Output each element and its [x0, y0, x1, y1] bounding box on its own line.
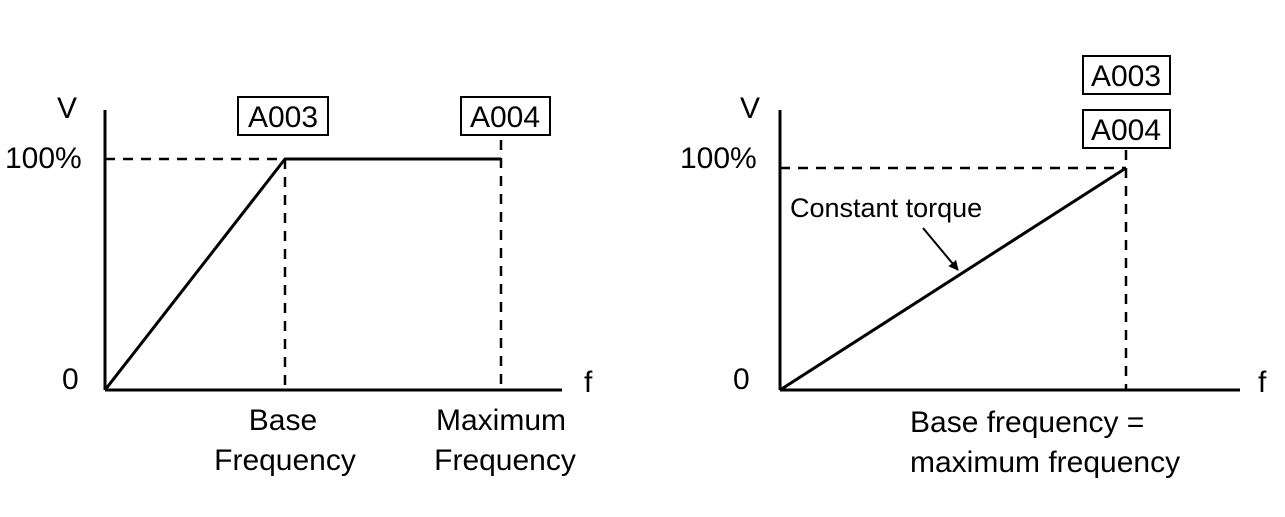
right-annotation-arrow — [922, 227, 959, 271]
right-x-label-line2: maximum frequency — [910, 446, 1180, 479]
right-x-axis-label: f — [1258, 366, 1267, 399]
right-diagram: Constant torque V f 100% 0 A003 A004 Bas… — [680, 55, 1267, 479]
left-a003-box — [237, 96, 329, 136]
right-a003-box — [1082, 55, 1171, 95]
left-vf-curve — [103, 157, 501, 391]
left-max-label-line2: Frequency — [434, 444, 576, 477]
left-y-axis-label: V — [57, 92, 77, 125]
right-a004-label: A004 — [1091, 114, 1161, 147]
right-vf-curve — [779, 166, 1127, 392]
right-annotation-label: Constant torque — [790, 193, 982, 223]
left-base-label-line1: Base — [249, 404, 317, 437]
left-a004-label: A004 — [470, 101, 540, 134]
left-x-axis-label: f — [584, 366, 593, 399]
right-origin-tick: 0 — [733, 363, 750, 396]
right-100pct-tick: 100% — [680, 142, 757, 175]
left-100pct-tick: 100% — [5, 142, 82, 175]
left-origin-tick: 0 — [62, 363, 79, 396]
right-y-axis-label: V — [740, 92, 760, 125]
left-a004-box — [460, 96, 551, 136]
right-x-label-line1: Base frequency = — [910, 406, 1144, 439]
left-a003-label: A003 — [248, 101, 318, 134]
right-a004-box — [1082, 109, 1171, 149]
left-max-label-line1: Maximum — [436, 404, 566, 437]
left-diagram: V f 100% 0 A003 A004 Base Frequency Maxi… — [5, 92, 593, 477]
right-a003-label: A003 — [1091, 60, 1161, 93]
left-base-label-line2: Frequency — [214, 444, 356, 477]
